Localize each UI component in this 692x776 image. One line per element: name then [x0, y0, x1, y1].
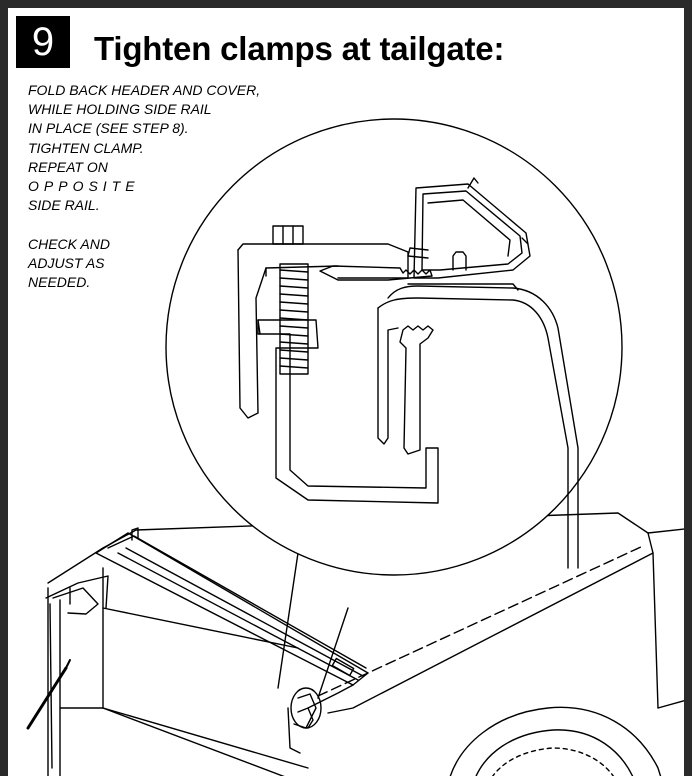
instruction-line: IN PLACE (SEE STEP 8). [28, 120, 189, 136]
clamp-detail [237, 177, 579, 569]
truck-bed-box-rail [377, 283, 579, 569]
detail-marker [290, 687, 322, 729]
leader-line [317, 607, 349, 699]
instruction-line: ADJUST AS [28, 255, 105, 271]
folded-header-rail [52, 527, 369, 754]
lower-clamp-body [257, 319, 439, 504]
step-title: Tighten clamps at tailgate: [94, 30, 505, 67]
leader-line [277, 552, 299, 689]
upper-clamp-jaw [237, 243, 409, 279]
instruction-line: TIGHTEN CLAMP. [28, 140, 144, 156]
truck-bed-illustration [26, 118, 684, 776]
rail-seal [319, 265, 433, 281]
instruction-line: NEEDED. [28, 274, 91, 290]
instruction-line: REPEAT ON [28, 159, 108, 175]
side-rail-extrusion [407, 177, 531, 279]
threaded-bolt [279, 263, 309, 375]
instruction-line: SIDE RAIL. [28, 197, 100, 213]
instruction-line: OPPOSITE [28, 178, 140, 194]
instruction-line: CHECK AND [28, 236, 110, 252]
step-number-badge: 9 [16, 16, 70, 68]
detail-magnifier-circle [165, 118, 623, 576]
instruction-line: WHILE HOLDING SIDE RAIL [28, 101, 212, 117]
instruction-line: FOLD BACK HEADER AND COVER, [28, 82, 261, 98]
truck-bed [26, 512, 684, 776]
